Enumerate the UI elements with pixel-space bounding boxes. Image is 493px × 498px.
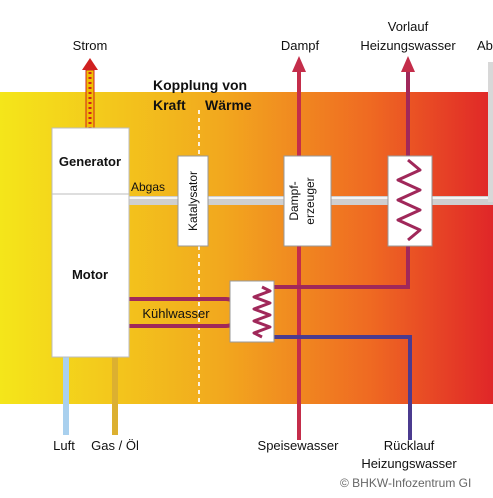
vorlauf-pipe [262, 56, 415, 289]
speisewasser-label: Speisewasser [258, 438, 340, 453]
strom-label: Strom [73, 38, 108, 53]
katalysator-label: Katalysator [186, 171, 200, 231]
gas-oel-label: Gas / Öl [91, 438, 139, 453]
luft-pipe [63, 357, 69, 435]
generator-label: Generator [59, 154, 121, 169]
dampferzeuger-box [283, 155, 332, 247]
luft-label: Luft [53, 438, 75, 453]
ruecklauf-label-line2: Heizungswasser [361, 456, 457, 471]
abgas-outlet-pipe [488, 62, 493, 202]
dampferzeuger-label-line1: Dampf- [287, 181, 301, 220]
coolant-heat-exchanger-coil [252, 285, 272, 339]
copyright-text: © BHKW-Infozentrum GI [340, 476, 471, 490]
kuehlwasser-label: Kühlwasser [142, 306, 210, 321]
gas-pipe [112, 357, 118, 435]
abgas-label: Abgas [131, 180, 165, 194]
dampf-label: Dampf [281, 38, 320, 53]
katalysator-box [177, 155, 209, 247]
vorlauf-label-line2: Heizungswasser [360, 38, 456, 53]
generator-motor-block [51, 127, 130, 358]
title-kraft: Kraft [153, 97, 186, 113]
motor-label: Motor [72, 267, 108, 282]
title-line1: Kopplung von [153, 77, 247, 93]
abgas-outlet-label: Ab [477, 38, 493, 53]
dampferzeuger-label-line2: erzeuger [303, 177, 317, 224]
heat-exchanger-coil [396, 158, 422, 242]
ruecklauf-label-line1: Rücklauf [384, 438, 435, 453]
vorlauf-label-line1: Vorlauf [388, 19, 429, 34]
heat-exchanger-box [387, 155, 433, 247]
dampf-pipe [292, 56, 306, 440]
ruecklauf-pipe [262, 335, 412, 440]
title-waerme: Wärme [205, 97, 252, 113]
